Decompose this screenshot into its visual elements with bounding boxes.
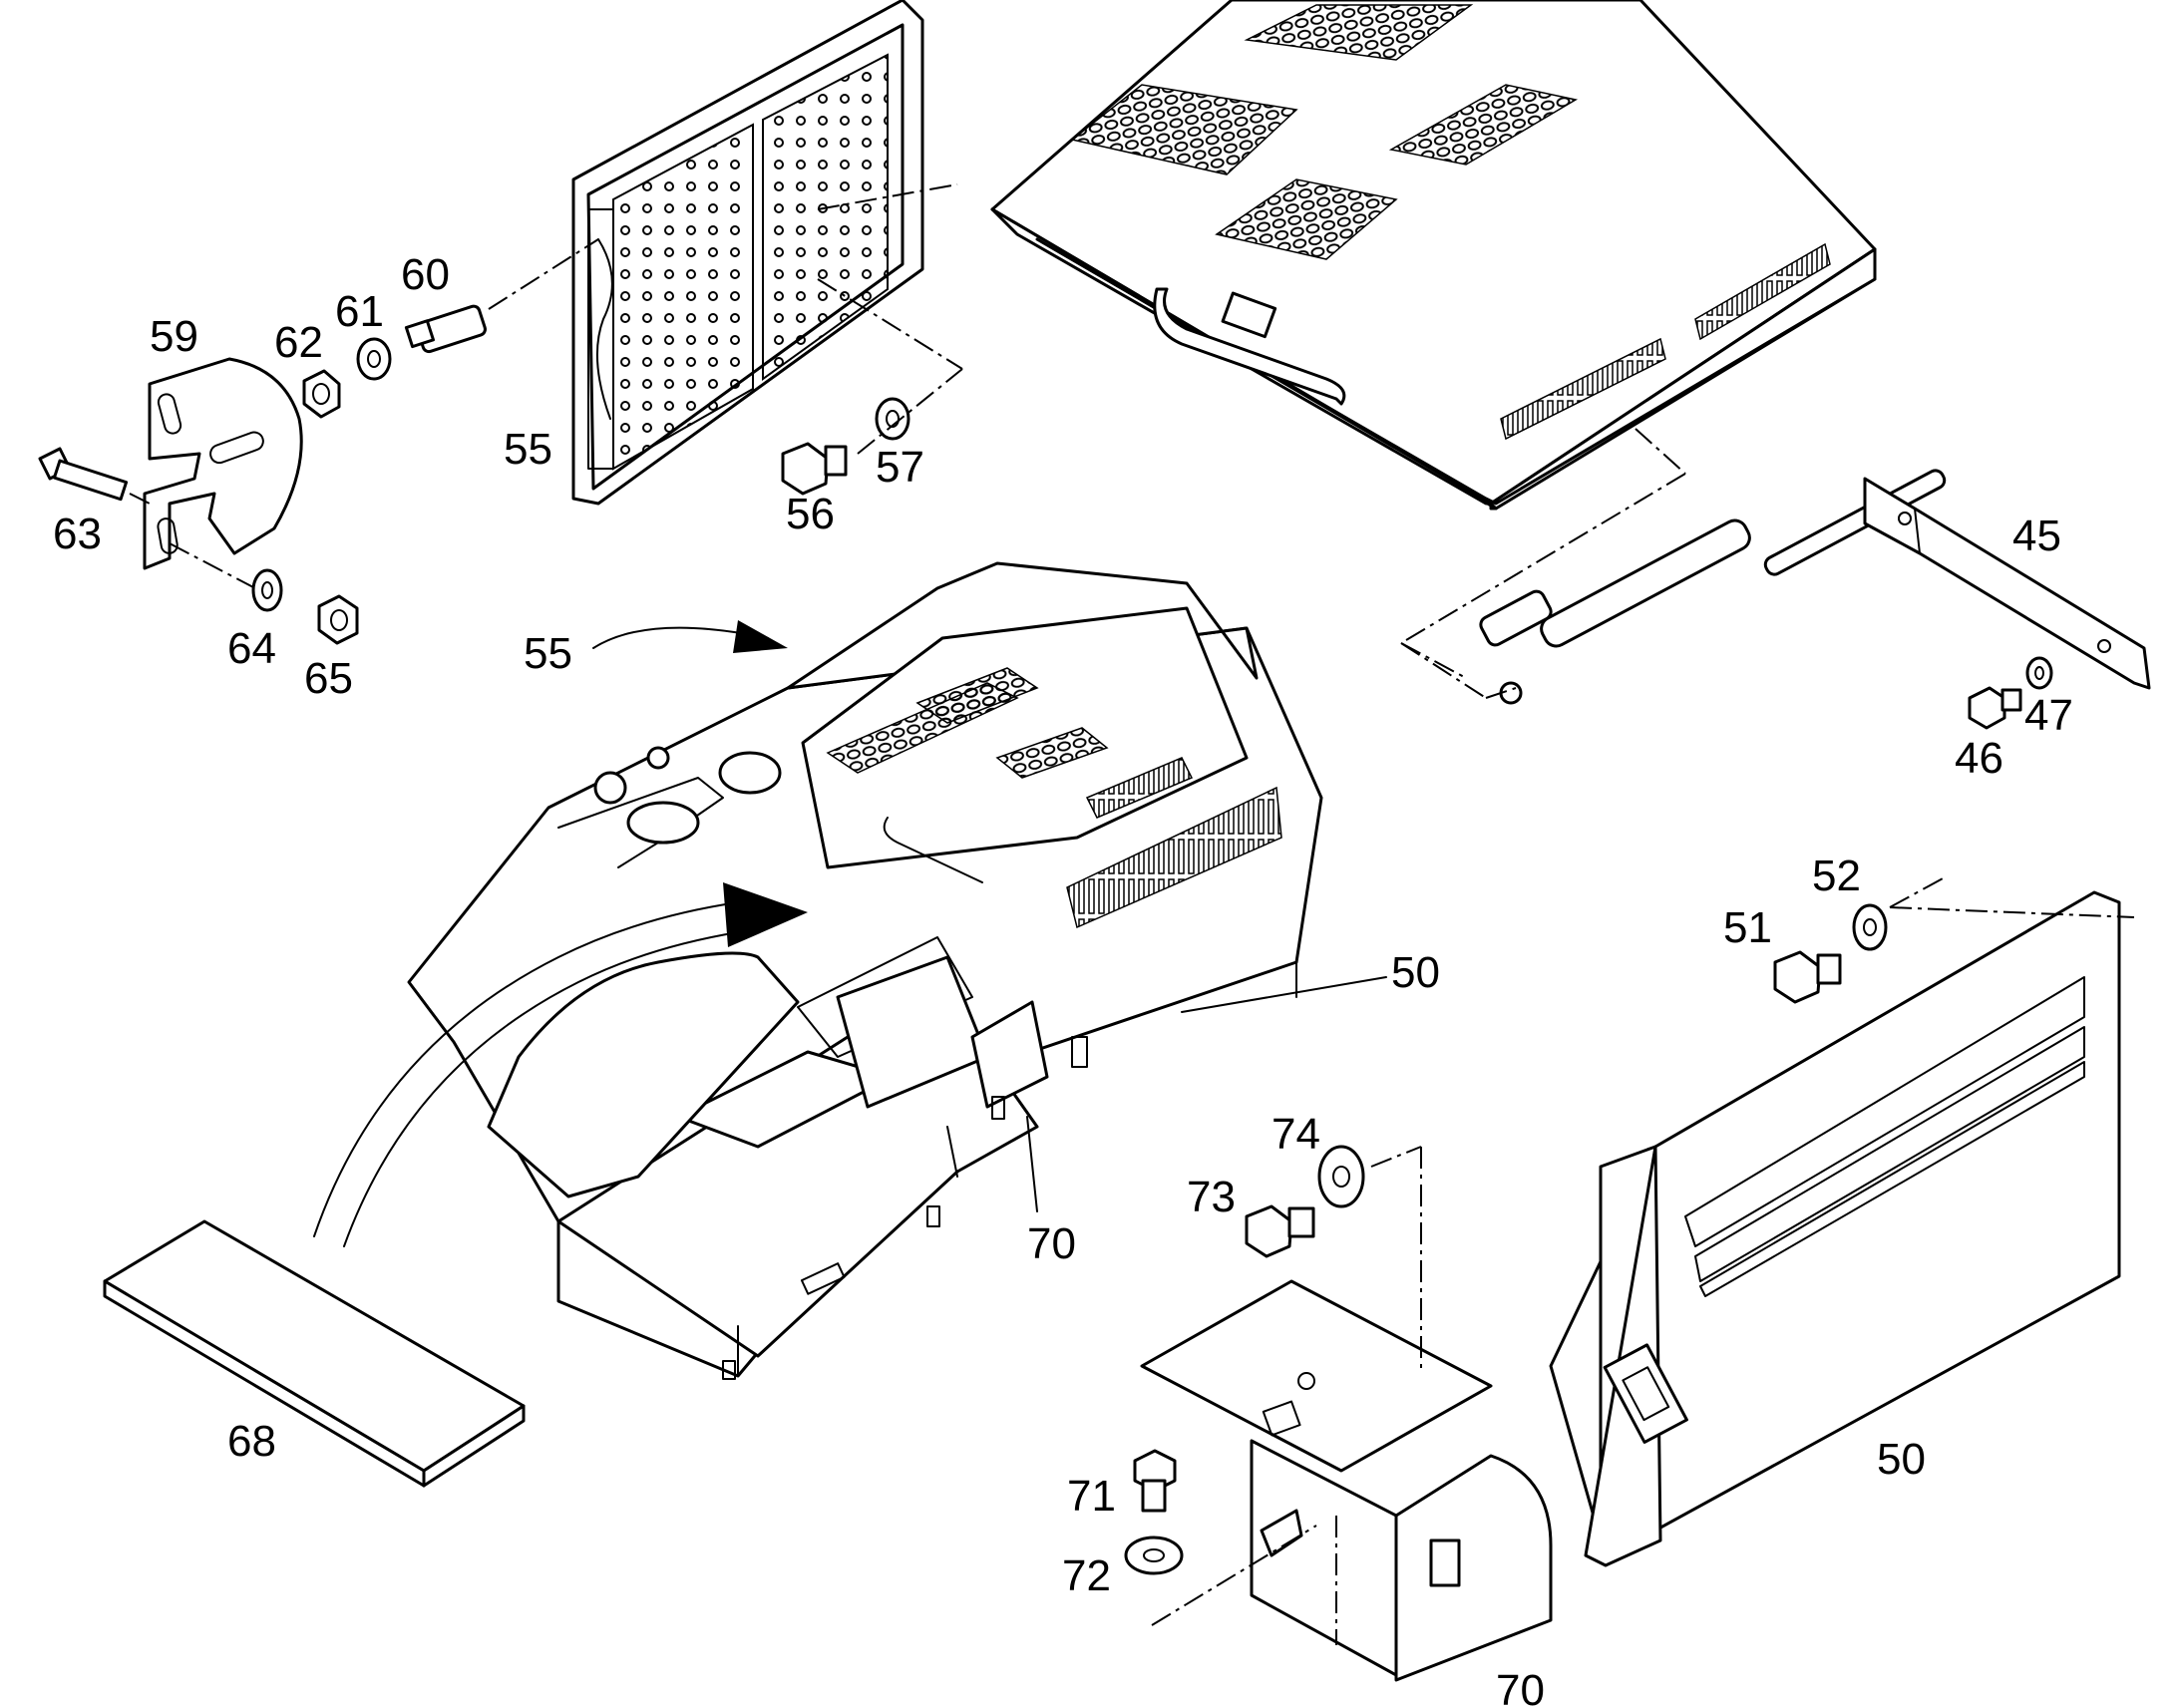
callout-45: 45	[2012, 512, 2061, 560]
callout-65: 65	[304, 654, 353, 703]
arrow-55	[592, 620, 788, 653]
callout-52: 52	[1812, 852, 1861, 900]
callout-59: 59	[150, 312, 198, 361]
bolt-51	[1773, 950, 1842, 1004]
callout-55-top: 55	[504, 425, 552, 474]
callout-64: 64	[227, 624, 276, 673]
callout-74: 74	[1272, 1110, 1320, 1159]
nut-65	[317, 594, 359, 645]
washer-57	[875, 397, 910, 441]
washer-47	[2025, 656, 2053, 690]
callout-70-box: 70	[1496, 1666, 1545, 1708]
bolt-56	[781, 442, 848, 496]
gas-strut	[1479, 469, 1947, 705]
bolt-63	[38, 447, 151, 505]
bolt-71	[1133, 1449, 1177, 1513]
callout-63: 63	[53, 510, 102, 558]
callout-72: 72	[1062, 1551, 1111, 1600]
callout-56: 56	[786, 490, 835, 538]
callout-62: 62	[274, 318, 323, 367]
door-panel-55	[571, 0, 963, 506]
bolt-73	[1245, 1204, 1315, 1258]
callout-50-panel: 50	[1877, 1435, 1926, 1484]
arrow-into-body	[313, 882, 808, 1247]
callout-57: 57	[876, 443, 924, 492]
pin-60	[404, 304, 487, 354]
callout-46: 46	[1955, 734, 2003, 783]
callout-70-body: 70	[1027, 1219, 1076, 1268]
callout-61: 61	[335, 287, 384, 336]
callout-50-body: 50	[1391, 948, 1440, 997]
washer-74	[1317, 1145, 1365, 1208]
callout-71: 71	[1067, 1472, 1116, 1521]
callout-47: 47	[2024, 691, 2073, 740]
washer-61	[356, 337, 392, 381]
machine-body	[407, 561, 1323, 1380]
washer-72	[1124, 1536, 1184, 1575]
side-panel-50	[1549, 890, 2121, 1567]
floor-panel-68	[103, 1219, 526, 1488]
callout-51: 51	[1723, 903, 1772, 952]
bracket-45	[1863, 477, 2151, 690]
callout-68: 68	[227, 1417, 276, 1466]
hinge-bracket-59	[143, 357, 303, 570]
nut-62	[302, 369, 341, 419]
callout-73: 73	[1187, 1173, 1236, 1221]
toolbox-70	[1140, 1279, 1553, 1682]
engine-hood	[990, 0, 1877, 679]
callout-60: 60	[401, 250, 450, 299]
bolt-46	[1968, 686, 2022, 730]
washer-52	[1852, 903, 1888, 951]
washer-64	[251, 568, 283, 612]
callout-55-arrow: 55	[524, 629, 572, 678]
